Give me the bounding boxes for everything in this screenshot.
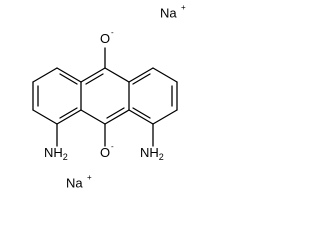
double-bond [132,107,151,119]
amine-left-label: NH2 [44,145,68,162]
amine-subscript: 2 [159,152,164,162]
amine-symbol: NH [140,145,159,160]
central-ring [80,67,130,125]
sodium-ion-top: Na [160,5,177,20]
oxygen-bottom-label: O [100,145,110,160]
double-bond [59,107,78,119]
bond [56,67,82,83]
oxygen-symbol: O [100,145,110,160]
oxygen-top-charge: - [111,28,114,37]
right-aromatic-ring [128,67,178,125]
bond [56,109,82,125]
amine-subscript: 2 [63,152,68,162]
bond [104,109,130,125]
bond [128,109,154,125]
sodium-ion-bottom: Na [66,175,83,190]
chemical-structure-diagram: O - O - NH2 NH2 Na + Na + [32,3,186,190]
amine-symbol: NH [44,145,63,160]
bond [104,67,130,83]
double-bond [85,73,104,85]
bond [32,67,58,83]
oxygen-top-label: O [100,31,110,46]
double-bond [106,107,125,119]
left-aromatic-ring [32,67,82,125]
sodium-ion-bottom-charge: + [87,173,92,182]
bond [128,67,154,83]
double-bond [59,73,78,85]
bond [152,67,178,83]
amine-right-label: NH2 [140,145,164,162]
bond [80,67,106,83]
oxygen-symbol: O [100,31,110,46]
bond [152,109,178,125]
sodium-ion-top-charge: + [181,3,186,12]
oxygen-bottom-charge: - [111,142,114,151]
double-bond [132,73,151,85]
bond [32,109,58,125]
bond [80,109,106,125]
